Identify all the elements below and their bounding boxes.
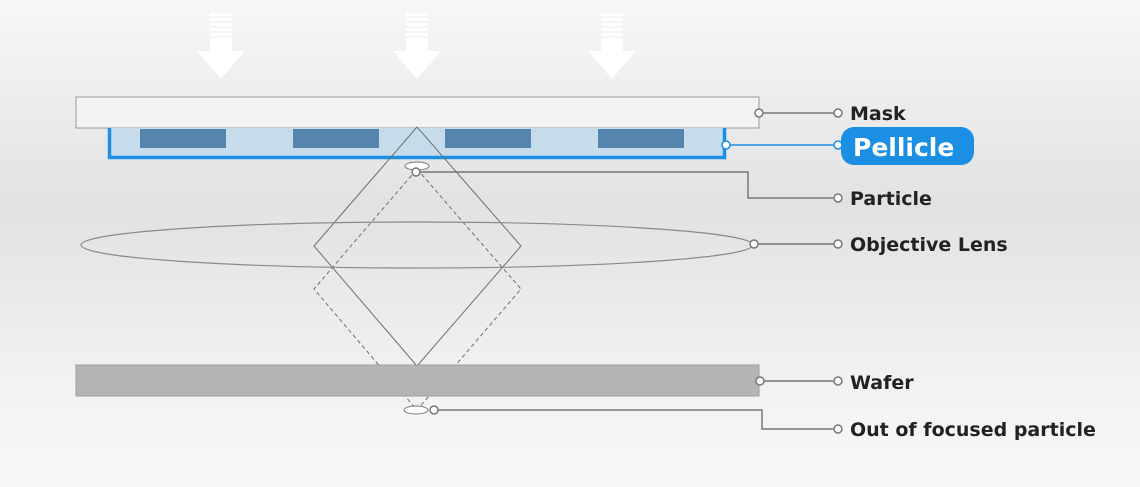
anchor-dot [429,405,439,415]
objective-lens [80,221,754,269]
anchor-dot [833,193,843,203]
leader-line-particle [416,171,838,199]
out-of-focus-particle-marker [403,405,429,415]
wafer-label: Wafer [850,372,914,394]
mask-label: Mask [850,103,906,125]
leader-line-out-of-focus [434,409,838,430]
anchor-dot [833,108,843,118]
anchor-dot [833,239,843,249]
anchor-dot [833,424,843,434]
light-arrow-icon [588,13,636,79]
mask-pattern [445,129,531,148]
pellicle-label: Pellicle [853,133,954,162]
particle-label: Particle [850,188,932,210]
wafer-plate [75,364,760,397]
mask-pattern [293,129,379,148]
light-arrow-icon [197,13,245,79]
mask-pattern [598,129,684,148]
anchor-dot [721,140,731,150]
anchor-dot [754,108,764,118]
anchor-dot [411,167,421,177]
light-arrow-icon [393,13,441,79]
anchor-dot [755,376,765,386]
anchor-dot [833,376,843,386]
out-of-focus-label: Out of focused particle [850,419,1096,441]
mask-plate [75,96,760,129]
anchor-dot [749,239,759,249]
objective-lens-label: Objective Lens [850,234,1008,256]
pellicle-badge [841,127,974,165]
mask-pattern [140,129,226,148]
anchor-dot [833,140,843,150]
